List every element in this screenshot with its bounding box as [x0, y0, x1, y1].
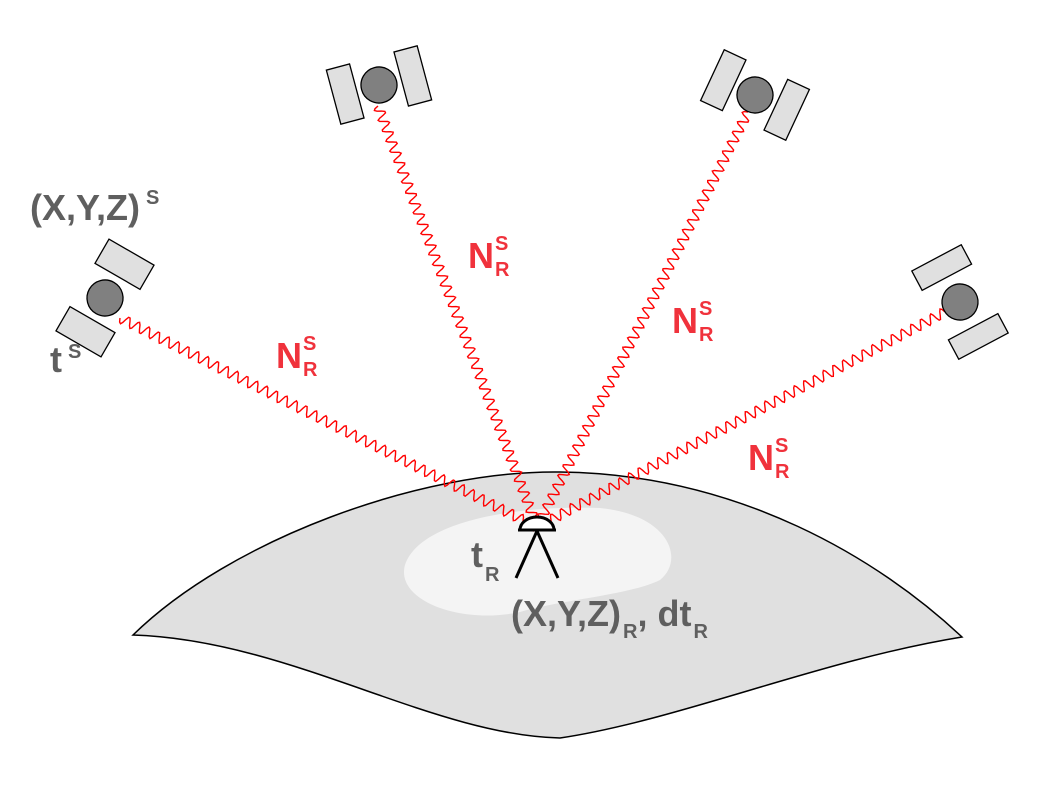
satellite-icon — [699, 48, 811, 142]
satellite-coordinates-label: (X,Y,Z)S — [30, 187, 160, 228]
satellite-time-sup: S — [68, 341, 82, 363]
earth-highlight — [403, 507, 672, 616]
receiver-coords-text: (X,Y,Z) — [511, 593, 622, 634]
receiver-clock-text: , dt — [637, 593, 692, 634]
signal-label-sup: S — [699, 298, 713, 320]
satellite-coords-sup: S — [146, 187, 160, 209]
receiver-time-text: t — [471, 534, 483, 575]
signal-label-sup: S — [303, 333, 317, 355]
signal-wave — [532, 110, 750, 526]
signal-label-main: N — [672, 300, 698, 341]
satellite-icon — [55, 238, 155, 358]
signal-wave — [537, 308, 946, 532]
signal-label-sub: R — [303, 359, 318, 381]
signal-waves — [118, 105, 946, 532]
satellite-icon — [325, 44, 433, 126]
signal-wave — [373, 105, 543, 527]
signal-label-main: N — [468, 235, 494, 276]
signal-label-sup: S — [775, 435, 789, 457]
signal-label-sub: R — [495, 259, 510, 281]
signal-label-sup: S — [495, 233, 509, 255]
signal-label-main: N — [748, 437, 774, 478]
satellite-coords-text: (X,Y,Z) — [30, 187, 141, 228]
satellite-time-text: t — [50, 339, 62, 380]
receiver-time-sub: R — [485, 564, 500, 586]
satellite-icon — [910, 243, 1010, 361]
signal-label-main: N — [276, 335, 302, 376]
signal-wave — [118, 316, 537, 532]
antenna-receiver-icon — [514, 515, 560, 579]
receiver-coords-sub: R — [623, 621, 638, 643]
signal-label-sub: R — [699, 324, 714, 346]
receiver-clock-sub: R — [693, 621, 708, 643]
signal-label-sub: R — [775, 461, 790, 483]
